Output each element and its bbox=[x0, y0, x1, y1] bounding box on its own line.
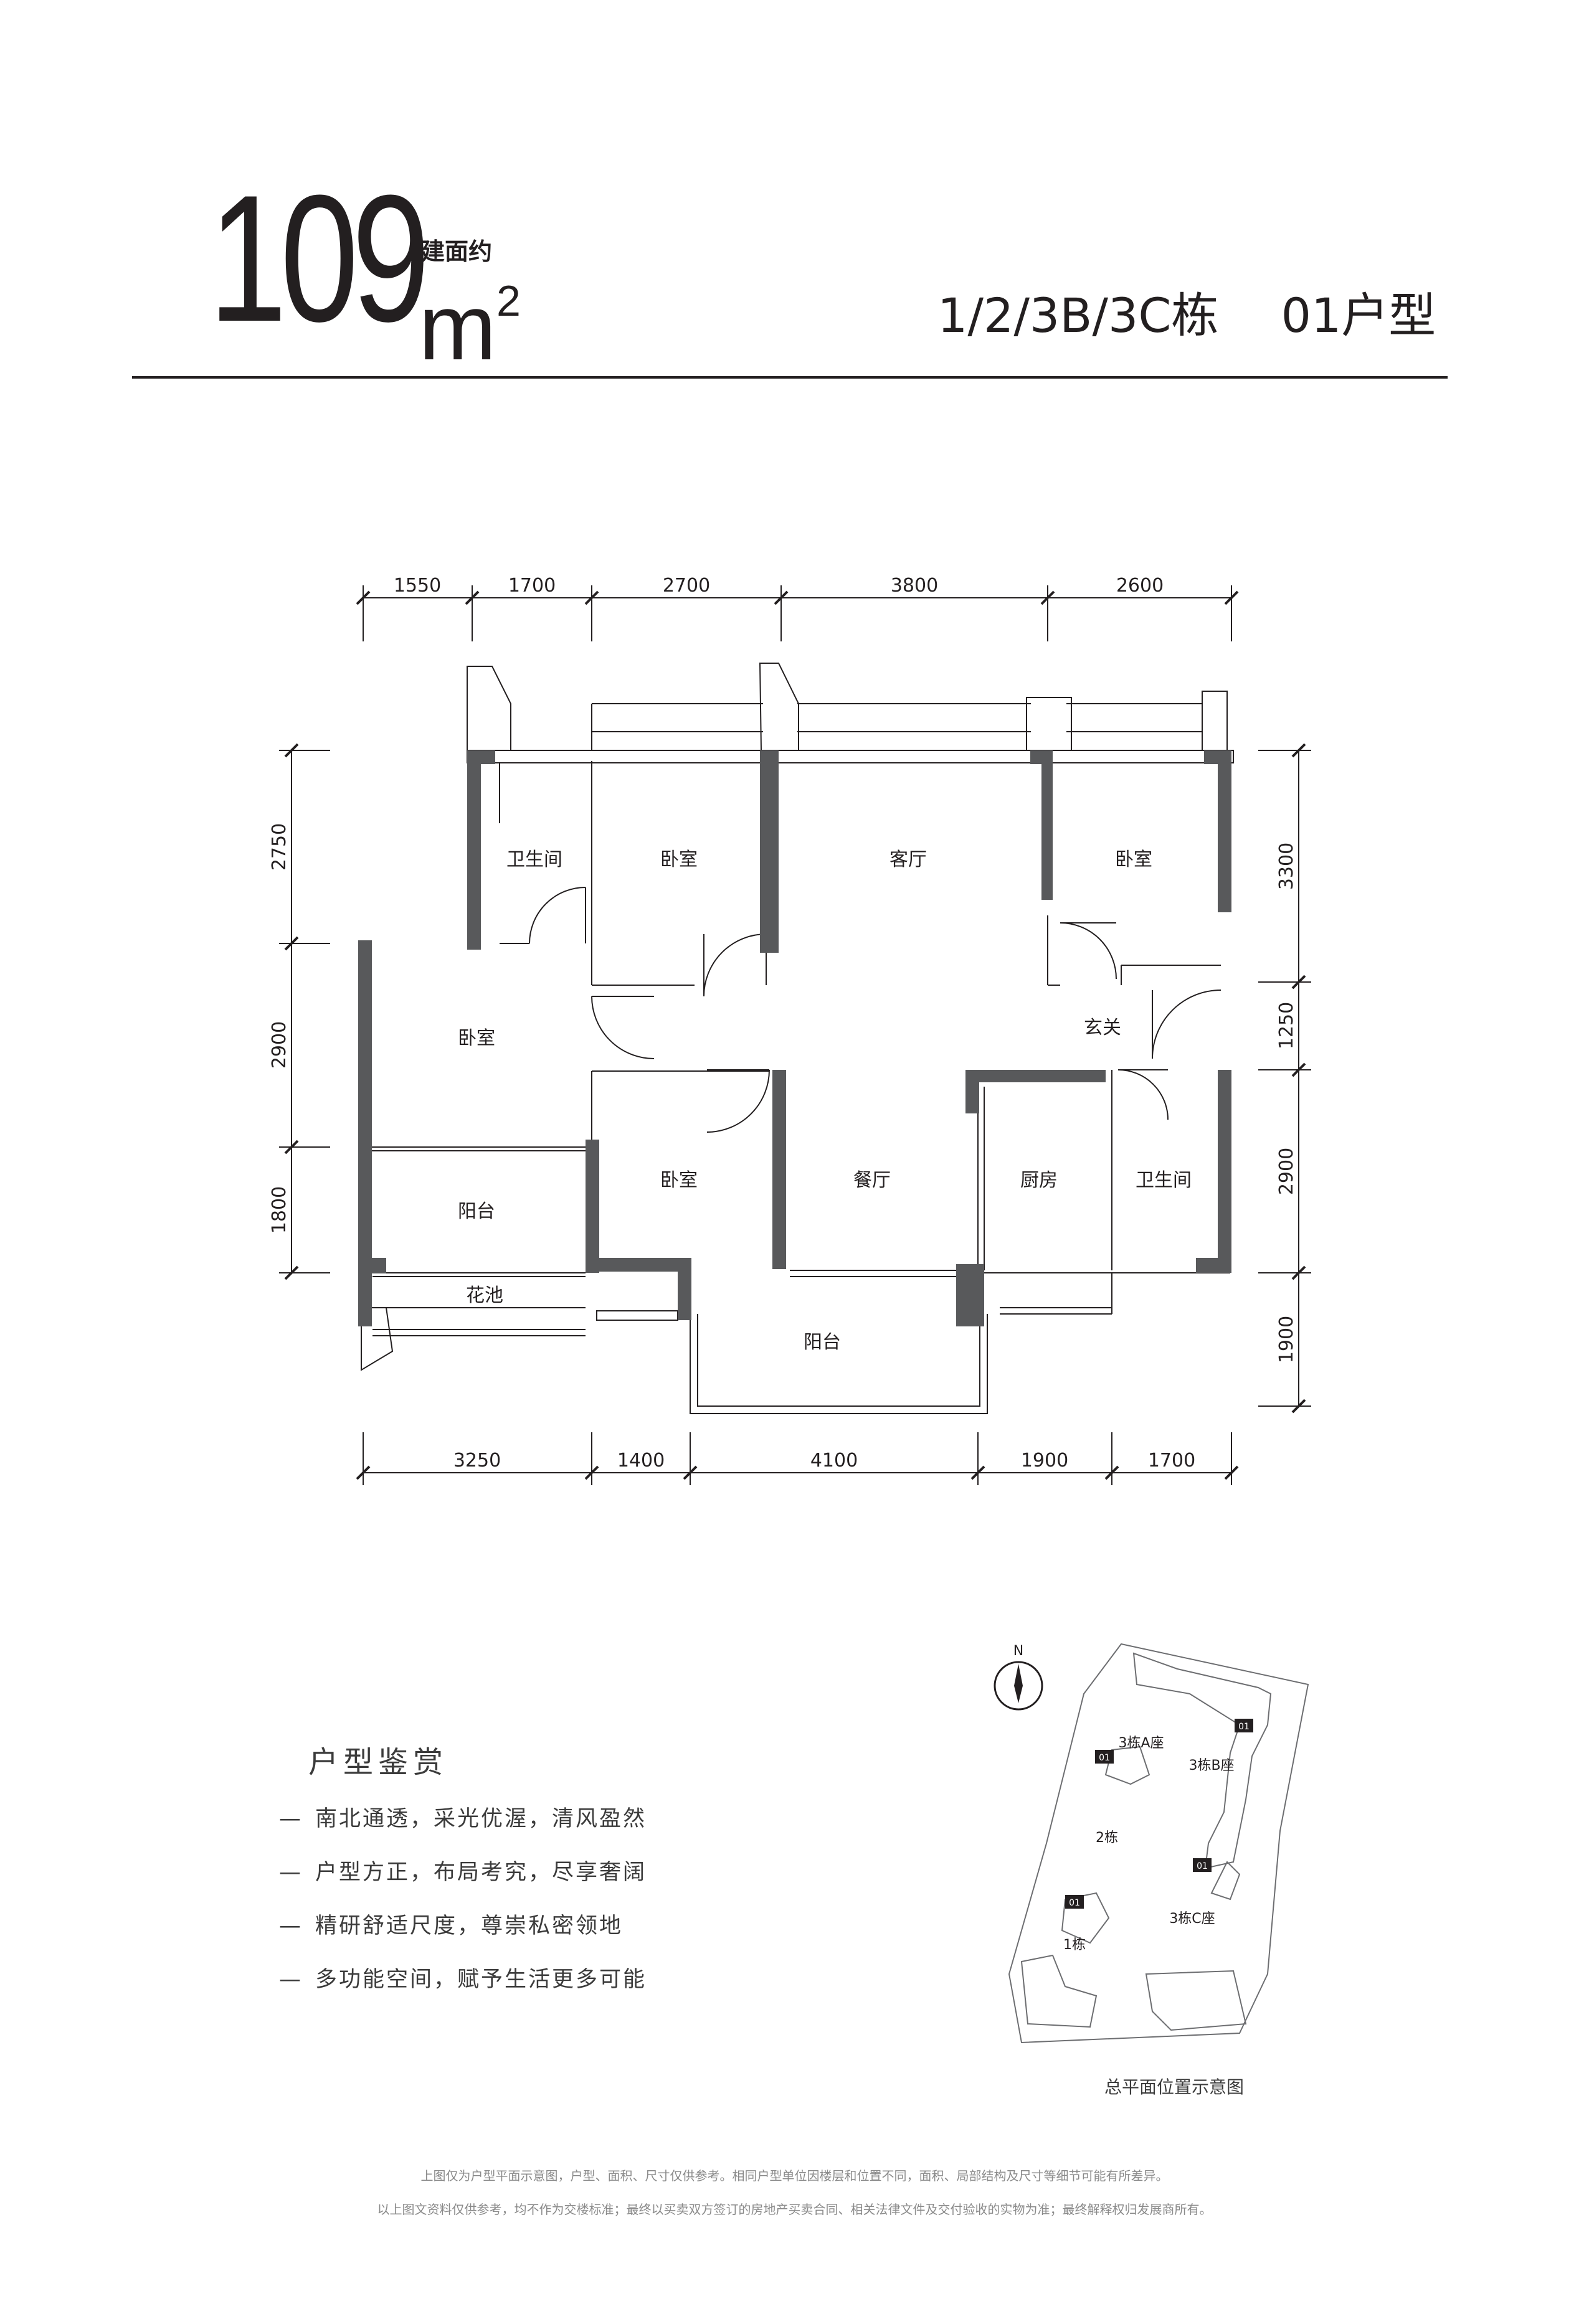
room-balcony-1: 阳台 bbox=[458, 1201, 495, 1222]
feature-item: — 多功能空间，赋予生活更多可能 bbox=[279, 1964, 647, 2018]
dim-left-2: 2900 bbox=[268, 1021, 290, 1069]
dim-top-3: 2700 bbox=[663, 575, 710, 597]
dim-top-5: 2600 bbox=[1116, 575, 1164, 597]
feature-text: 南北通透，采光优渥，清风盈然 bbox=[315, 1807, 647, 1831]
unit-marker bbox=[1235, 1719, 1253, 1732]
dim-right-4: 1900 bbox=[1276, 1316, 1297, 1363]
unit-marker-label: 01 bbox=[1069, 1898, 1080, 1908]
dim-top-1: 1550 bbox=[394, 575, 441, 597]
dim-bottom-1: 3250 bbox=[453, 1450, 501, 1471]
feature-dash: — bbox=[279, 1860, 303, 1885]
dimension-labels: 1550 1700 2700 3800 2600 3250 1400 4100 … bbox=[268, 575, 1297, 1471]
room-bedroom-3: 卧室 bbox=[458, 1027, 495, 1049]
building-label: 3栋C座 bbox=[1169, 1911, 1215, 1927]
area-unit-base: m bbox=[419, 275, 496, 379]
dim-bottom-4: 1900 bbox=[1021, 1450, 1068, 1471]
dimension-lines bbox=[279, 585, 1311, 1485]
feature-item: — 南北通透，采光优渥，清风盈然 bbox=[279, 1803, 647, 1857]
feature-dash: — bbox=[279, 1914, 303, 1939]
room-kitchen: 厨房 bbox=[1020, 1169, 1058, 1191]
dim-bottom-3: 4100 bbox=[810, 1450, 858, 1471]
feature-dash: — bbox=[279, 1807, 303, 1831]
dim-bottom-5: 1700 bbox=[1148, 1450, 1195, 1471]
dim-left-3: 1800 bbox=[268, 1186, 290, 1234]
unit-marker-label: 01 bbox=[1197, 1861, 1208, 1871]
walls bbox=[358, 750, 1231, 1326]
dim-bottom-2: 1400 bbox=[617, 1450, 665, 1471]
unit-marker-label: 01 bbox=[1099, 1753, 1110, 1763]
site-boundary bbox=[1008, 1643, 1309, 2044]
unit-type-label: 1/2/3B/3C栋 01户型 bbox=[937, 288, 1436, 343]
dim-right-2: 1250 bbox=[1276, 1002, 1297, 1049]
unit-marker bbox=[1095, 1750, 1114, 1764]
unit-marker bbox=[1193, 1858, 1212, 1872]
header-divider bbox=[132, 376, 1448, 379]
room-labels: 卫生间 卧室 客厅 卧室 卧室 玄关 卧室 餐厅 厨房 卫生间 阳台 花池 阳台 bbox=[458, 849, 1192, 1353]
feature-text: 精研舒适尺度，尊崇私密领地 bbox=[315, 1914, 624, 1939]
unit-marker-label: 01 bbox=[1238, 1722, 1250, 1732]
review-title: 户型鉴赏 bbox=[308, 1745, 448, 1780]
disclaimer-line-2: 以上图文资料仅供参考，均不作为交楼标准；最终以买卖双方签订的房地产买卖合同、相关… bbox=[377, 2202, 1212, 2217]
room-balcony-2: 阳台 bbox=[804, 1331, 841, 1353]
area-label: 建面约 bbox=[421, 238, 493, 265]
building-label: 1栋 bbox=[1063, 1937, 1086, 1953]
site-plan-caption: 总平面位置示意图 bbox=[1104, 2077, 1245, 2097]
feature-text: 多功能空间，赋予生活更多可能 bbox=[315, 1967, 647, 1992]
room-bedroom-1: 卧室 bbox=[660, 849, 698, 871]
disclaimer-line-1: 上图仅为户型平面示意图，户型、面积、尺寸仅供参考。相同户型单位因楼层和位置不同，… bbox=[420, 2168, 1169, 2183]
room-foyer: 玄关 bbox=[1084, 1017, 1121, 1039]
room-bathroom-2: 卫生间 bbox=[1136, 1169, 1192, 1191]
building-label: 3栋A座 bbox=[1118, 1736, 1164, 1751]
area-unit: m2 bbox=[419, 254, 521, 374]
dim-left-1: 2750 bbox=[268, 823, 290, 871]
feature-list: — 南北通透，采光优渥，清风盈然 — 户型方正，布局考究，尽享奢阔 — 精研舒适尺度，… bbox=[279, 1803, 647, 2018]
unit-markers bbox=[1065, 1719, 1253, 1909]
site-buildings bbox=[1020, 1652, 1272, 2031]
dim-top-2: 1700 bbox=[508, 575, 556, 597]
dim-top-4: 3800 bbox=[891, 575, 938, 597]
room-dining: 餐厅 bbox=[853, 1169, 891, 1191]
feature-dash: — bbox=[279, 1967, 303, 1992]
building-label: 2栋 bbox=[1096, 1830, 1118, 1846]
unit-marker bbox=[1065, 1895, 1084, 1909]
dim-right-1: 3300 bbox=[1276, 843, 1297, 890]
north-arrow: N bbox=[994, 1643, 1043, 1711]
room-bedroom-4: 卧室 bbox=[660, 1169, 698, 1191]
room-living: 客厅 bbox=[889, 849, 927, 871]
plan-outlines bbox=[361, 663, 1234, 1414]
feature-item: — 户型方正，布局考究，尽享奢阔 bbox=[279, 1857, 647, 1911]
room-planter: 花池 bbox=[466, 1285, 503, 1306]
north-label: N bbox=[1013, 1643, 1023, 1659]
room-bedroom-2: 卧室 bbox=[1115, 849, 1152, 871]
area-number: 109 bbox=[209, 158, 430, 359]
building-label: 3栋B座 bbox=[1188, 1758, 1234, 1774]
feature-item: — 精研舒适尺度，尊崇私密领地 bbox=[279, 1911, 647, 1964]
room-bathroom-1: 卫生间 bbox=[506, 849, 562, 871]
area-unit-superscript: 2 bbox=[496, 276, 521, 325]
feature-text: 户型方正，布局考究，尽享奢阔 bbox=[315, 1860, 647, 1885]
site-plan: N 01 01 01 01 3栋A座 3栋B座 2栋 3栋C座 1栋 bbox=[994, 1643, 1309, 2044]
dim-right-3: 2900 bbox=[1276, 1148, 1297, 1195]
floor-plan: 1550 1700 2700 3800 2600 3250 1400 4100 … bbox=[268, 575, 1311, 1485]
dimension-ticks bbox=[284, 590, 1306, 1480]
building-labels: 3栋A座 3栋B座 2栋 3栋C座 1栋 bbox=[1063, 1736, 1235, 1953]
